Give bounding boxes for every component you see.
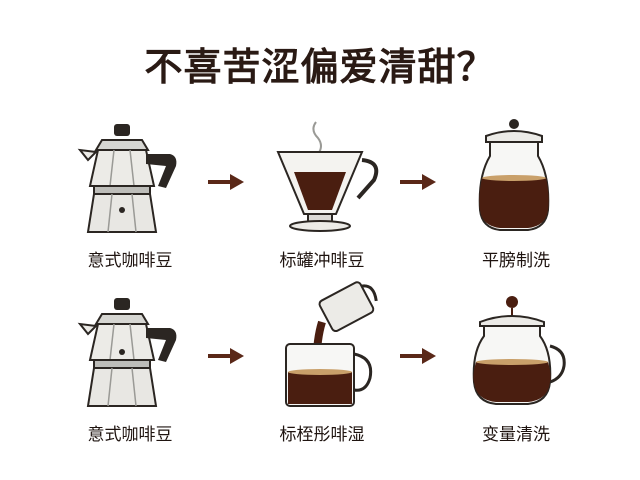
step-label: 平膀制洗 xyxy=(482,251,550,271)
arrow-right-icon xyxy=(400,348,436,364)
moka-pot-icon xyxy=(77,124,177,233)
glass-server-icon xyxy=(472,296,566,405)
moka-pot-icon xyxy=(77,298,177,407)
arrow-right-icon xyxy=(208,348,244,364)
step-label: 标罐冲啡豆 xyxy=(279,251,365,271)
page-title: 不喜苦涩偏爱清甜？ xyxy=(144,45,496,89)
pouring-mug-icon xyxy=(285,281,378,407)
step-label: 意式咖啡豆 xyxy=(87,251,173,271)
arrow-right-icon xyxy=(400,174,436,190)
step-label: 标桎彤啡湿 xyxy=(279,425,365,445)
glass-server-icon xyxy=(478,119,550,231)
step-label: 变量清洗 xyxy=(482,425,550,445)
step-label: 意式咖啡豆 xyxy=(87,425,173,445)
pour-over-dripper-icon xyxy=(276,121,379,232)
arrow-right-icon xyxy=(208,174,244,190)
